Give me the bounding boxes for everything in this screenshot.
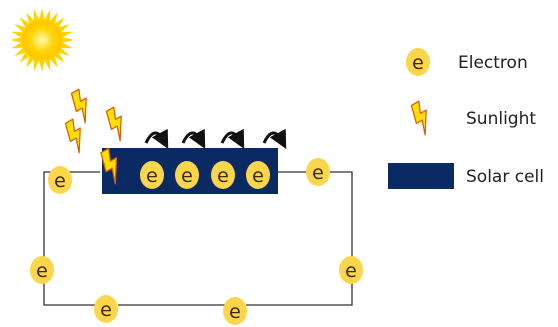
legend-solar-cell-row: Solar cell [388,163,544,189]
legend-sunlight-bolt-icon [410,100,427,136]
electron-symbol: e [54,170,66,192]
electron-symbol: e [100,299,112,321]
electron-icon: e [246,161,270,189]
electron-icon: e [94,295,118,323]
wire-left [43,171,100,306]
electron-symbol: e [229,301,241,323]
sunlight-bolt-icon [64,118,81,154]
electron-symbol: e [412,52,424,74]
sunlight-bolts [64,88,122,185]
legend-electron-label: Electron [458,53,528,73]
sunlight-bolt-icon [100,147,118,185]
legend: e Electron Sunlight Solar cell [388,48,544,189]
legend-electron-row: e Electron [406,48,528,76]
electron-symbol: e [312,162,324,184]
electron-symbol: e [146,165,158,187]
flow-arrow-2 [181,128,206,149]
electron-symbol: e [181,165,193,187]
legend-solar-cell-label: Solar cell [466,167,544,187]
electron-symbol: e [252,165,264,187]
legend-solar-cell-swatch [388,163,454,189]
legend-sunlight-row: Sunlight [410,100,536,136]
flow-arrow-3 [220,128,245,149]
electron-icon: e [223,297,247,325]
electron-icon: e [30,256,54,284]
electron-icon: e [211,161,235,189]
sun-disc [22,20,62,60]
sunlight-bolt-icon [70,88,87,124]
electron-icon: e [306,158,330,186]
legend-electron-icon: e [406,48,430,76]
electron-symbol: e [36,260,48,282]
flow-arrow-4 [262,128,287,149]
electron-icon: e [48,166,72,194]
electron-icon: e [140,161,164,189]
flow-arrow-1 [144,128,169,149]
electron-flow-arrows [144,128,287,149]
sun-icon [10,8,74,72]
legend-sunlight-label: Sunlight [466,109,536,129]
sunlight-bolt-icon [105,106,122,142]
electrons: e e e e e e e e [30,158,363,325]
electron-icon: e [339,256,363,284]
electron-icon: e [175,161,199,189]
electron-symbol: e [345,260,357,282]
electron-symbol: e [217,165,229,187]
